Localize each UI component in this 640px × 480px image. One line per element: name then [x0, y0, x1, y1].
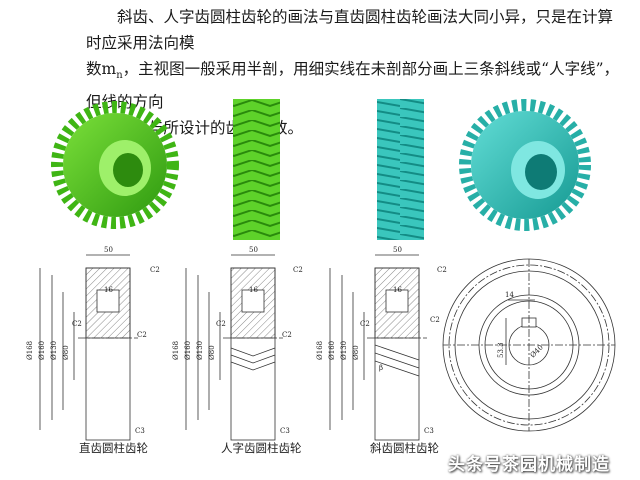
helical-d130: Ø130	[340, 341, 348, 360]
keyway-depth-label: 53.3	[497, 342, 505, 358]
herringbone-gear-drawing: 50 C2 C2 C2 C3 16 Ø168 Ø160 Ø130 Ø80	[172, 246, 303, 441]
helical-gear-face	[377, 99, 424, 240]
herringbone-c3: C3	[280, 427, 290, 435]
herringbone-d160: Ø160	[184, 341, 192, 360]
spur-c2-top: C2	[150, 266, 160, 274]
helical-width-label: 50	[393, 246, 402, 254]
helical-c3: C3	[424, 427, 434, 435]
caption-herringbone-gear: 人字齿圆柱齿轮	[221, 441, 302, 455]
helical-c2-right: C2	[430, 316, 440, 324]
helical-d80: Ø80	[352, 345, 360, 360]
herringbone-c2-left: C2	[216, 320, 226, 328]
spur-d160: Ø160	[38, 341, 46, 360]
helical-gear-3d	[459, 99, 591, 231]
helical-d168: Ø168	[316, 341, 324, 360]
helical-gear-drawing: 50 C2 C2 C2 C3 16 β Ø168 Ø160 Ø130 Ø80	[316, 246, 447, 441]
paragraph-line-2: 数mn，主视图一般采用半剖，用细实线在未剖部分画上三条斜线或“人字线”，但线的方…	[86, 56, 626, 115]
paragraph-line-1: 斜齿、人字齿圆柱齿轮的画法与直齿圆柱齿轮画法大同小异，只是在计算时应采用法向模	[86, 4, 626, 56]
herringbone-width-label: 50	[249, 246, 258, 254]
caption-helical-gear: 斜齿圆柱齿轮	[370, 441, 439, 455]
helical-d160: Ø160	[328, 341, 336, 360]
herringbone-d130: Ø130	[196, 341, 204, 360]
gear-side-view: 14 53.3 Ø40	[442, 258, 616, 432]
spur-d80: Ø80	[62, 345, 70, 360]
spur-width-label: 50	[104, 246, 113, 254]
keyway-width-label: 14	[505, 291, 514, 299]
spur-c2-right: C2	[137, 331, 147, 339]
bore-label: Ø40	[529, 343, 545, 359]
helical-groove: 16	[393, 286, 402, 294]
spur-c2-left: C2	[72, 320, 82, 328]
herringbone-groove: 16	[249, 286, 258, 294]
helical-c2-left: C2	[360, 320, 370, 328]
line2-prefix: 数m	[86, 60, 117, 78]
herringbone-c2-top: C2	[293, 266, 303, 274]
herringbone-d80: Ø80	[208, 345, 216, 360]
herringbone-gear-face	[233, 99, 280, 240]
spur-d130: Ø130	[50, 341, 58, 360]
helical-c2-top: C2	[437, 266, 447, 274]
spur-d168: Ø168	[26, 341, 34, 360]
watermark: 头条号茶园机械制造	[448, 455, 610, 475]
spur-gear-3d	[51, 101, 179, 229]
line1-text: 斜齿、人字齿圆柱齿轮的画法与直齿圆柱齿轮画法大同小异，只是在计算时应采用法向模	[86, 8, 614, 52]
line2-subscript: n	[116, 70, 123, 82]
spur-gear-drawing: 50 C2 C2 C2 C3 16 Ø168 Ø160 Ø130 Ø80	[26, 246, 160, 441]
herringbone-d168: Ø168	[172, 341, 180, 360]
herringbone-c2-right: C2	[282, 331, 292, 339]
caption-spur-gear: 直齿圆柱齿轮	[79, 441, 148, 455]
spur-c3: C3	[135, 427, 145, 435]
helical-beta: β	[379, 364, 383, 372]
spur-groove: 16	[104, 286, 113, 294]
